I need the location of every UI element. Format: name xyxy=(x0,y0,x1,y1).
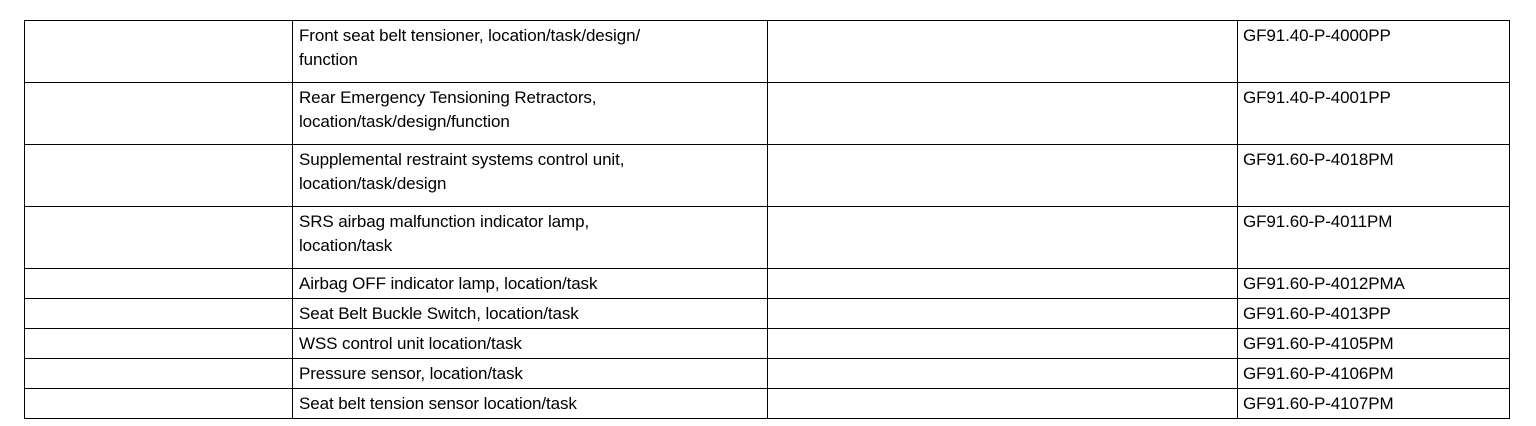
table-cell-middle xyxy=(767,206,1238,269)
table-cell-reference xyxy=(24,20,293,83)
table-row: Pressure sensor, location/task GF91.60-P-… xyxy=(24,358,1510,389)
table-cell-description: Airbag OFF indicator lamp, location/task xyxy=(292,268,768,299)
reference-value xyxy=(25,359,298,391)
description-value: Seat Belt Buckle Switch, location/task xyxy=(299,304,579,323)
table-cell-reference xyxy=(24,82,293,145)
table-row: Seat belt tension sensor location/task GF… xyxy=(24,388,1510,419)
table-cell-reference xyxy=(24,144,293,207)
document-number-value: GF91.60-P-4011PM xyxy=(1243,212,1393,231)
table-cell-description: Pressure sensor, location/task xyxy=(292,358,768,389)
table-cell-document-number: GF91.60-P-4105PM xyxy=(1237,328,1510,359)
reference-value xyxy=(25,269,298,301)
document-number-value: GF91.60-P-4106PM xyxy=(1243,364,1394,383)
table-cell-reference xyxy=(24,358,293,389)
table-cell-reference xyxy=(24,298,293,329)
middle-value xyxy=(768,299,1243,331)
table-cell-document-number: GF91.60-P-4107PM xyxy=(1237,388,1510,419)
table-cell-reference xyxy=(24,268,293,299)
table-cell-document-number: GF91.60-P-4012PMA xyxy=(1237,268,1510,299)
table-cell-description: Front seat belt tensioner, location/task… xyxy=(292,20,768,83)
middle-value xyxy=(768,389,1243,421)
table-cell-document-number: GF91.40-P-4000PP xyxy=(1237,20,1510,83)
document-number-value: GF91.40-P-4000PP xyxy=(1243,26,1391,45)
reference-value xyxy=(25,389,298,421)
table-cell-middle xyxy=(767,328,1238,359)
document-number-value: GF91.60-P-4018PM xyxy=(1243,150,1394,169)
table-cell-description: Seat Belt Buckle Switch, location/task xyxy=(292,298,768,329)
document-number-value: GF91.60-P-4105PM xyxy=(1243,334,1394,353)
table-row: Seat Belt Buckle Switch, location/task GF… xyxy=(24,298,1510,329)
table-cell-document-number: GF91.60-P-4018PM xyxy=(1237,144,1510,207)
middle-value xyxy=(768,269,1243,301)
reference-value xyxy=(25,21,298,85)
document-number-value: GF91.60-P-4013PP xyxy=(1243,304,1391,323)
table-cell-document-number: GF91.60-P-4106PM xyxy=(1237,358,1510,389)
table-cell-reference xyxy=(24,206,293,269)
description-value: Pressure sensor, location/task xyxy=(299,364,523,383)
reference-value xyxy=(25,83,298,147)
table-cell-reference xyxy=(24,328,293,359)
document-number-value: GF91.60-P-4107PM xyxy=(1243,394,1394,413)
description-value: Supplemental restraint systems control u… xyxy=(299,150,625,193)
reference-value xyxy=(25,207,298,271)
reference-value xyxy=(25,299,298,331)
table-cell-middle xyxy=(767,388,1238,419)
table-row: Rear Emergency Tensioning Retractors, lo… xyxy=(24,82,1510,145)
table-row: SRS airbag malfunction indicator lamp, l… xyxy=(24,206,1510,269)
description-value: WSS control unit location/task xyxy=(299,334,522,353)
document-number-value: GF91.40-P-4001PP xyxy=(1243,88,1391,107)
middle-value xyxy=(768,145,1243,209)
middle-value xyxy=(768,359,1243,391)
table-cell-reference xyxy=(24,388,293,419)
reference-value xyxy=(25,329,298,361)
table-cell-middle xyxy=(767,358,1238,389)
table-cell-description: SRS airbag malfunction indicator lamp, l… xyxy=(292,206,768,269)
middle-value xyxy=(768,207,1243,271)
table-cell-middle xyxy=(767,268,1238,299)
table-cell-description: Supplemental restraint systems control u… xyxy=(292,144,768,207)
table-cell-document-number: GF91.60-P-4013PP xyxy=(1237,298,1510,329)
table-cell-description: WSS control unit location/task xyxy=(292,328,768,359)
table-cell-description: Rear Emergency Tensioning Retractors, lo… xyxy=(292,82,768,145)
table-cell-description: Seat belt tension sensor location/task xyxy=(292,388,768,419)
description-value: Seat belt tension sensor location/task xyxy=(299,394,577,413)
middle-value xyxy=(768,83,1243,147)
table-row: Front seat belt tensioner, location/task… xyxy=(24,20,1510,83)
reference-value xyxy=(25,145,298,209)
table-cell-document-number: GF91.40-P-4001PP xyxy=(1237,82,1510,145)
middle-value xyxy=(768,329,1243,361)
table-row: Supplemental restraint systems control u… xyxy=(24,144,1510,207)
table-body: Front seat belt tensioner, location/task… xyxy=(24,20,1510,419)
table-cell-middle xyxy=(767,144,1238,207)
description-value: Rear Emergency Tensioning Retractors, lo… xyxy=(299,88,597,131)
table-cell-middle xyxy=(767,82,1238,145)
table-row: WSS control unit location/task GF91.60-P-… xyxy=(24,328,1510,359)
table-cell-middle xyxy=(767,298,1238,329)
description-value: SRS airbag malfunction indicator lamp, l… xyxy=(299,212,590,255)
middle-value xyxy=(768,21,1243,85)
table-cell-middle xyxy=(767,20,1238,83)
reference-document-table: Front seat belt tensioner, location/task… xyxy=(24,20,1510,419)
description-value: Front seat belt tensioner, location/task… xyxy=(299,26,641,69)
table-cell-document-number: GF91.60-P-4011PM xyxy=(1237,206,1510,269)
document-number-value: GF91.60-P-4012PMA xyxy=(1243,274,1405,293)
table-row: Airbag OFF indicator lamp, location/task… xyxy=(24,268,1510,299)
description-value: Airbag OFF indicator lamp, location/task xyxy=(299,274,598,293)
